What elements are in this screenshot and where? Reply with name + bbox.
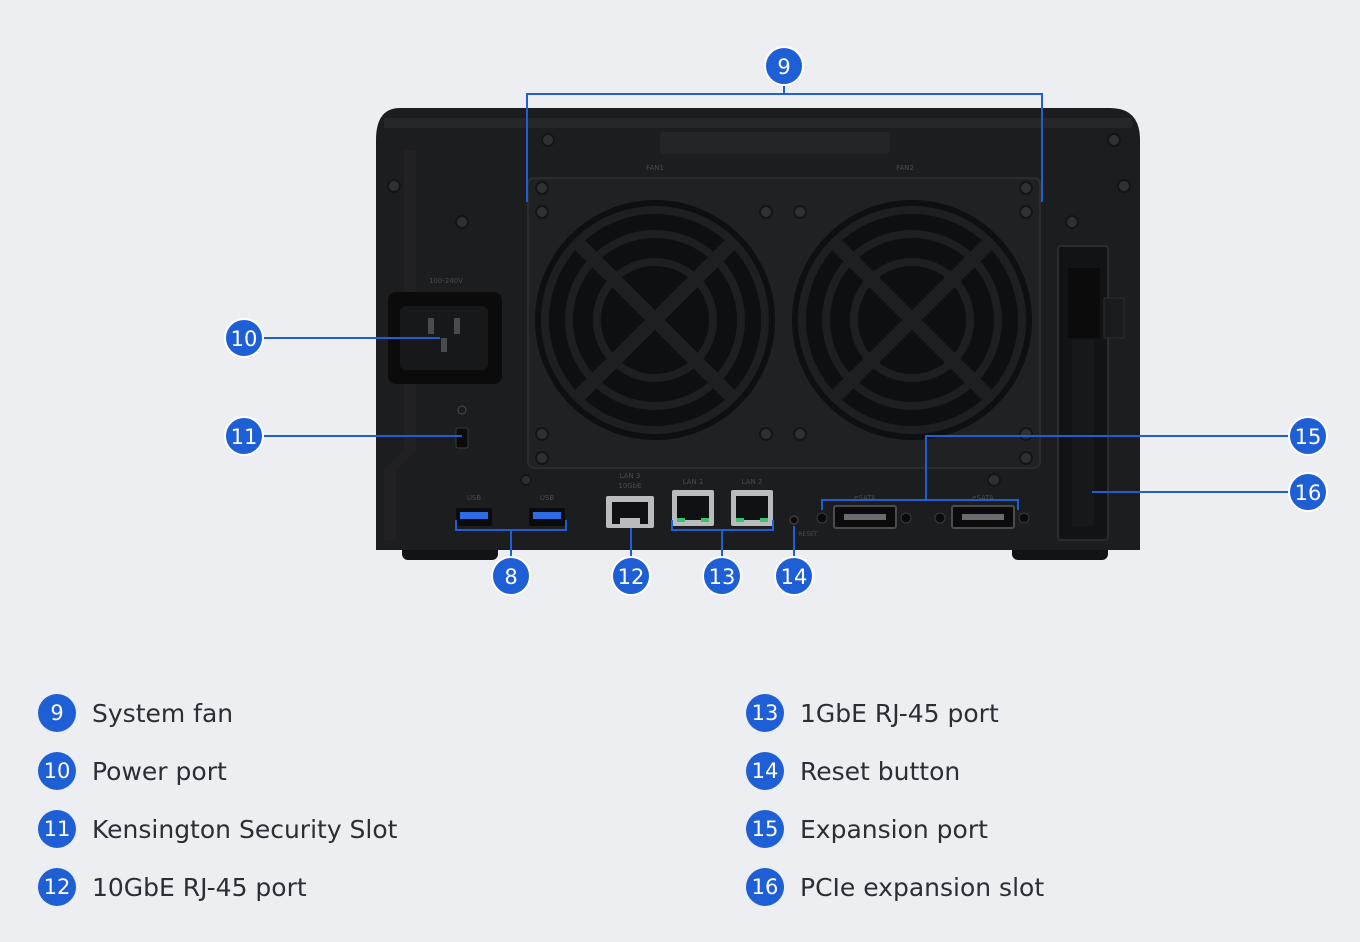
lock-icon	[457, 405, 467, 415]
legend-label: PCIe expansion slot	[800, 872, 1045, 902]
legend-label: 1GbE RJ-45 port	[800, 698, 999, 728]
callout-badge-8: 8	[491, 556, 531, 596]
svg-text:10: 10	[231, 327, 258, 351]
lan2-port	[731, 490, 773, 526]
legend-item: 9 System fan	[38, 684, 397, 742]
lan2-label: LAN 2	[742, 478, 763, 486]
legend-label: Kensington Security Slot	[92, 814, 398, 844]
fan2-label: FAN2	[896, 164, 914, 172]
legend-column-right: 13 1GbE RJ-45 port 14 Reset button 15 Ex…	[746, 684, 1044, 916]
nas-rear-panel-diagram: FAN1 FAN2 100-240V USB USB LAN 3 10GbE	[224, 46, 1328, 596]
svg-text:16: 16	[1295, 481, 1322, 505]
lan1-port	[672, 490, 714, 526]
legend-item: 15 Expansion port	[746, 800, 1044, 858]
reset-button	[789, 515, 799, 525]
callout-badge-11: 11	[224, 416, 264, 456]
legend-badge: 14	[746, 752, 784, 790]
legend-badge: 13	[746, 694, 784, 732]
callout-badge-10: 10	[224, 318, 264, 358]
svg-text:9: 9	[777, 55, 790, 79]
svg-text:12: 12	[618, 565, 645, 589]
lan3-sub-label: 10GbE	[618, 482, 641, 490]
callout-line-13	[671, 520, 774, 558]
usb2-label: USB	[540, 494, 555, 502]
lan1-label: LAN 1	[683, 478, 704, 486]
legend-label: System fan	[92, 698, 234, 728]
legend-badge: 10	[38, 752, 76, 790]
legend-column-left: 9 System fan 10 Power port 11 Kensington…	[38, 684, 397, 916]
legend-badge: 12	[38, 868, 76, 906]
reset-label: RESET	[798, 531, 818, 538]
kensington-slot	[455, 427, 469, 449]
callout-line-8	[455, 520, 567, 558]
legend-item: 11 Kensington Security Slot	[38, 800, 397, 858]
legend-badge: 11	[38, 810, 76, 848]
fan-1	[535, 200, 775, 440]
pcie-bracket	[1057, 245, 1125, 541]
usb-port-2	[529, 508, 565, 526]
callout-badge-13: 13	[702, 556, 742, 596]
fan-2	[792, 200, 1032, 440]
callout-badge-12: 12	[611, 556, 651, 596]
esata1-label: eSATA	[854, 494, 876, 502]
legend-badge: 15	[746, 810, 784, 848]
legend-item: 14 Reset button	[746, 742, 1044, 800]
legend-item: 12 10GbE RJ-45 port	[38, 858, 397, 916]
svg-text:11: 11	[231, 425, 258, 449]
usb1-label: USB	[467, 494, 482, 502]
legend-badge: 9	[38, 694, 76, 732]
esata-port-1	[816, 505, 912, 529]
callout-badge-16: 16	[1288, 472, 1328, 512]
power-port	[388, 292, 502, 384]
legend-label: Reset button	[800, 756, 961, 786]
legend-badge: 16	[746, 868, 784, 906]
callout-badge-14: 14	[774, 556, 814, 596]
svg-text:8: 8	[504, 565, 517, 589]
lan3-10gbe-port	[606, 496, 654, 528]
fan1-label: FAN1	[646, 164, 664, 172]
legend: 9 System fan 10 Power port 11 Kensington…	[0, 684, 1360, 924]
legend-item: 16 PCIe expansion slot	[746, 858, 1044, 916]
callout-badge-9: 9	[764, 46, 804, 86]
svg-text:14: 14	[781, 565, 808, 589]
esata2-label: eSATA	[972, 494, 994, 502]
esata-port-2	[934, 505, 1030, 529]
power-label: 100-240V	[429, 277, 463, 285]
svg-text:13: 13	[709, 565, 736, 589]
legend-item: 10 Power port	[38, 742, 397, 800]
legend-label: 10GbE RJ-45 port	[92, 872, 307, 902]
svg-text:15: 15	[1295, 425, 1322, 449]
screws	[387, 133, 1131, 487]
legend-item: 13 1GbE RJ-45 port	[746, 684, 1044, 742]
usb-port-1	[456, 508, 492, 526]
callout-line-15	[821, 435, 1290, 510]
lan3-label: LAN 3	[620, 472, 641, 480]
legend-label: Expansion port	[800, 814, 988, 844]
callout-badge-15: 15	[1288, 416, 1328, 456]
legend-label: Power port	[92, 756, 227, 786]
